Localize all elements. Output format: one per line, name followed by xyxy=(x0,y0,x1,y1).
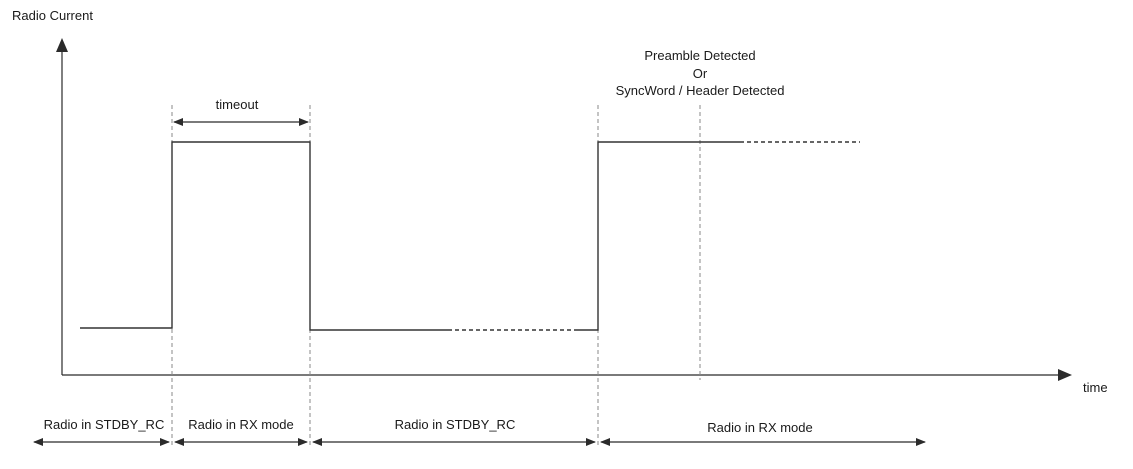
guide-lines xyxy=(171,105,701,445)
x-axis-arrowhead xyxy=(1058,369,1072,381)
detection-annotation: Preamble Detected Or SyncWord / Header D… xyxy=(616,48,785,98)
phase-label-rx-1: Radio in RX mode xyxy=(188,417,294,432)
waveform-segment-2 xyxy=(575,141,740,331)
current-waveform xyxy=(80,141,860,331)
phase-label-stdby-1: Radio in STDBY_RC xyxy=(44,417,165,432)
x-axis-label: time xyxy=(1083,380,1108,395)
axes: Radio Current time xyxy=(12,8,1108,395)
waveform-segment-1 xyxy=(80,141,448,331)
timeout-annotation: timeout xyxy=(173,97,309,126)
phase-bar: Radio in STDBY_RC Radio in RX mode Radio… xyxy=(33,417,926,446)
y-axis-label: Radio Current xyxy=(12,8,93,23)
detection-label-line2: Or xyxy=(693,66,708,81)
detection-label-line3: SyncWord / Header Detected xyxy=(616,83,785,98)
phase-label-rx-2: Radio in RX mode xyxy=(707,420,813,435)
phase-label-stdby-2: Radio in STDBY_RC xyxy=(395,417,516,432)
timeout-label: timeout xyxy=(216,97,259,112)
detection-label-line1: Preamble Detected xyxy=(644,48,755,63)
y-axis-arrowhead xyxy=(56,38,68,52)
